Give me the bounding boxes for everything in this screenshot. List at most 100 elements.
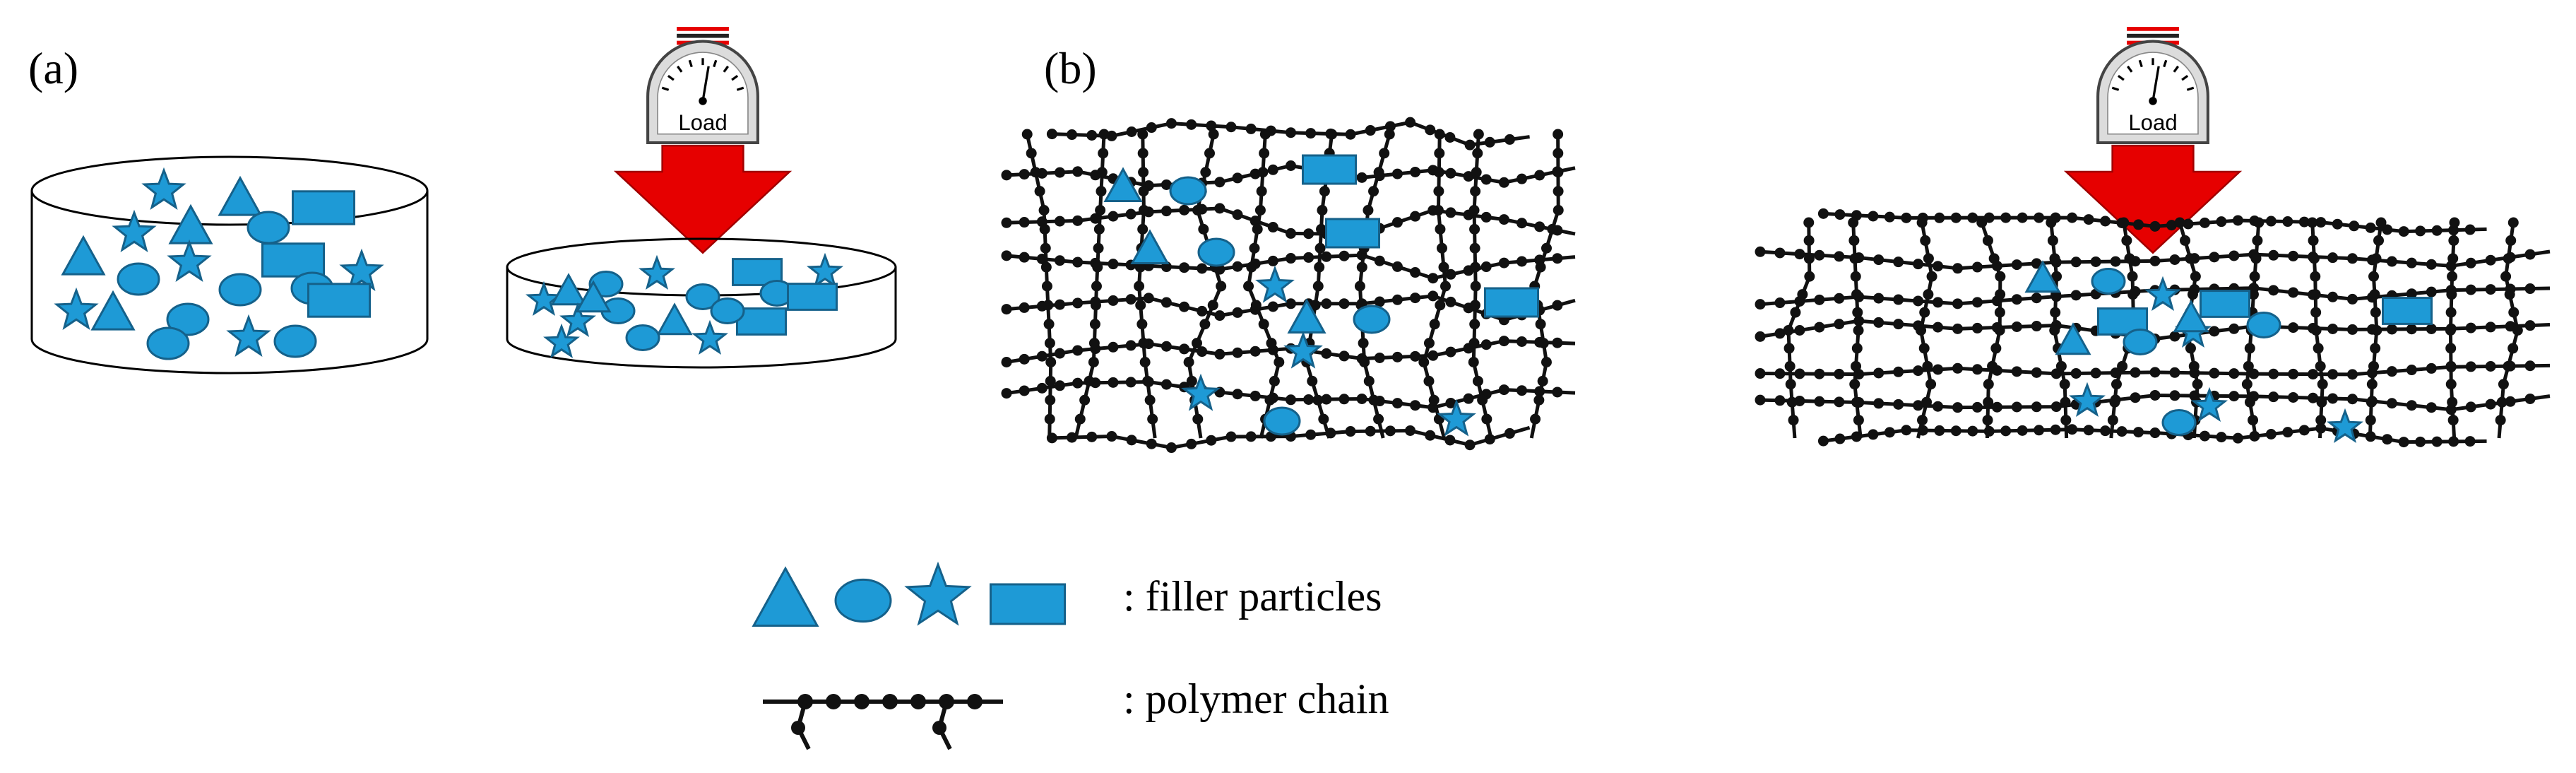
chain-bead <box>2431 436 2443 447</box>
chain-bead <box>1916 325 1927 336</box>
chain-bead <box>1137 223 1148 235</box>
chain-bead <box>1125 208 1136 220</box>
chain-bead <box>2503 253 2514 264</box>
chain-bead <box>1423 338 1435 349</box>
chain-bead <box>1433 167 1444 178</box>
chain-bead <box>2465 322 2476 334</box>
chain-bead <box>2130 392 2141 403</box>
chain-bead <box>1179 301 1190 312</box>
chain-bead <box>1516 218 1528 229</box>
chain-bead <box>1547 223 1558 235</box>
chain-bead <box>2166 220 2177 231</box>
chain-bead <box>2111 379 2122 390</box>
chain-bead <box>1161 341 1172 352</box>
chain-bead <box>1848 235 1860 246</box>
panel-b-unloaded <box>1001 117 1576 454</box>
legend <box>752 561 1066 750</box>
chain-bead <box>2370 307 2381 318</box>
chain-bead <box>1314 242 1326 254</box>
chain-bead <box>1264 394 1276 406</box>
chain-bead <box>1021 129 1033 140</box>
chain-bead <box>1179 343 1190 355</box>
chain-bead <box>1405 425 1416 436</box>
chain-bead <box>1834 319 1845 330</box>
chain-bead <box>1410 293 1421 304</box>
chain-bead <box>2386 398 2397 409</box>
chain-bead <box>1001 170 1012 181</box>
chain-bead <box>1516 173 1528 184</box>
chain-bead <box>1834 368 1845 379</box>
chain-bead <box>1814 294 1825 305</box>
chain-bead <box>1534 221 1545 232</box>
chain-bead <box>1191 338 1202 349</box>
chain-bead <box>1913 295 1924 307</box>
chain-bead <box>1207 300 1218 311</box>
chain-bead <box>2268 391 2279 403</box>
chain-bead <box>1126 126 1137 137</box>
chain-bead <box>1971 364 1983 375</box>
chain-bead <box>1093 242 1104 254</box>
chain-bead <box>1786 396 1798 408</box>
ellipse-icon <box>685 283 720 310</box>
chain-bead <box>2500 271 2512 282</box>
load-stripe <box>2127 27 2179 31</box>
chain-bead <box>1952 323 1963 334</box>
chain-bead <box>2185 343 2196 354</box>
chain-bead <box>2310 271 2321 282</box>
chain-bead <box>2426 362 2437 374</box>
chain-bead <box>1553 186 1564 197</box>
chain-bead <box>1553 148 1564 159</box>
load-stripe <box>677 27 729 31</box>
chain-bead <box>1873 317 1884 328</box>
chain-bead <box>1356 172 1367 183</box>
chain-bead <box>1553 129 1564 140</box>
chain-bead <box>1988 253 2000 264</box>
chain-bead <box>1138 205 1149 216</box>
chain-bead <box>1161 206 1172 217</box>
chain-bead <box>1161 297 1172 308</box>
star-icon <box>141 167 186 210</box>
chain-bead <box>1259 129 1271 140</box>
chain-bead <box>2524 249 2536 260</box>
chain-bead <box>2185 253 2196 264</box>
star-icon <box>526 281 562 317</box>
chain-bead <box>1072 297 1084 309</box>
chain-bead <box>2307 217 2318 228</box>
chain-bead <box>2445 307 2457 318</box>
chain-bead <box>2465 284 2476 295</box>
chain-bead <box>2248 289 2259 300</box>
chain-bead <box>1469 223 1480 235</box>
chain-bead <box>1425 430 1436 441</box>
chain-bead <box>1208 129 1219 140</box>
chain-bead <box>2308 392 2319 403</box>
chain-bead <box>1135 300 1146 311</box>
chain-bead <box>1197 346 1208 358</box>
chain-bead <box>1192 205 1204 216</box>
chain-bead <box>2011 259 2022 271</box>
chain-bead <box>1084 375 1095 386</box>
chain-bead <box>1410 267 1421 278</box>
chain-bead <box>2347 324 2358 335</box>
star-icon <box>2144 276 2181 312</box>
ellipse-icon <box>1263 406 1301 436</box>
chain-bead <box>2228 391 2240 402</box>
chain-bead <box>1498 257 1509 269</box>
chain-bead <box>1165 442 1177 454</box>
chain-bead <box>1054 380 1065 391</box>
chain-bead <box>2059 379 2070 390</box>
chain-bead <box>2169 254 2180 265</box>
gauge-tick <box>713 59 718 68</box>
chain-bead <box>1428 350 1439 361</box>
chain-bead <box>1774 368 1786 379</box>
chain-bead <box>1967 425 1978 437</box>
chain-bead <box>1108 341 1119 353</box>
chain-bead <box>1089 319 1100 330</box>
chain-bead <box>2449 217 2460 228</box>
chain-bead <box>1214 310 1225 321</box>
chain-bead <box>1788 415 1799 426</box>
gauge-needle <box>701 66 710 102</box>
chain-bead <box>1079 394 1091 406</box>
chain-bead <box>1538 338 1549 349</box>
chain-bead <box>2248 415 2259 426</box>
chain-bead <box>1814 321 1825 333</box>
